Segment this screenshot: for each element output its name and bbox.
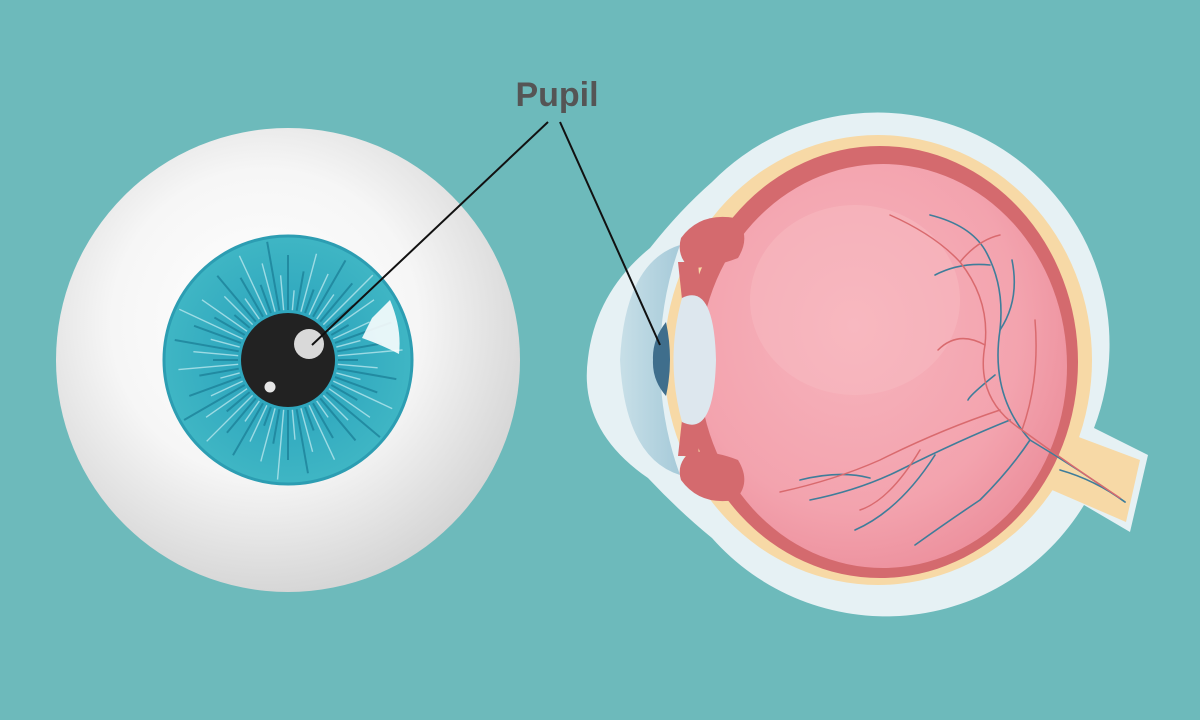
iris-ray [319, 397, 357, 442]
iris-glare [362, 300, 400, 354]
iris-ray [226, 391, 251, 413]
iris-ray [201, 299, 248, 332]
iris-ray [174, 339, 239, 353]
iris-ray [244, 298, 260, 320]
iris-ray [312, 402, 334, 439]
iris-ray [216, 275, 257, 323]
iris-ray [276, 409, 285, 480]
iris-ray [199, 367, 239, 377]
lens [673, 295, 716, 425]
iris-ray [334, 376, 378, 394]
iris-ray [328, 299, 375, 332]
iris-ray [330, 384, 358, 401]
iris-rays [174, 241, 403, 480]
pupil-highlight-small [264, 381, 276, 393]
iris-ray [205, 388, 248, 418]
iris-ray [266, 241, 281, 311]
iris-ray [291, 409, 296, 440]
iris-ray [304, 406, 315, 431]
iris-ray [295, 409, 309, 474]
iris-ray [300, 253, 318, 312]
iris-ray [333, 321, 370, 340]
iris-ray [260, 408, 276, 462]
ciliary-body-lower [679, 451, 745, 502]
iris-ray [261, 263, 276, 312]
iris-ray [337, 342, 382, 353]
iris-ray [312, 259, 347, 318]
iris-ray [226, 397, 257, 434]
iris-ray [300, 408, 314, 452]
iris-ray [188, 376, 242, 397]
iris-ray [291, 290, 295, 311]
iris-ray [213, 316, 246, 336]
front-eyeball [56, 128, 520, 592]
iris-ray [330, 324, 350, 336]
iris-ray [304, 289, 315, 314]
iris-ray [333, 380, 393, 410]
leader-line-side [559, 121, 661, 346]
iris-ray [322, 274, 374, 326]
iris-ray [193, 351, 239, 357]
iris-ray [193, 324, 242, 344]
iris-ray [336, 339, 361, 348]
iris-ray [279, 275, 285, 311]
iris-ray [210, 338, 240, 348]
iris-ray [233, 314, 251, 329]
leader-line-front [311, 121, 549, 346]
iris-ray [210, 380, 243, 397]
vitreous-highlight [750, 205, 960, 395]
ciliary-body-upper [679, 216, 745, 268]
iris-ray [220, 372, 240, 379]
iris-rim [162, 234, 414, 486]
iris-ray [319, 282, 354, 323]
iris-ray [328, 388, 371, 418]
iris-ray [308, 273, 329, 315]
pupil-label: Pupil [515, 76, 598, 114]
iris-ray [238, 255, 268, 315]
iris-ray [232, 402, 264, 456]
pupil-highlight-large [294, 329, 324, 359]
retinal-vessels-red [779, 214, 1121, 511]
optic-nerve [1052, 430, 1140, 522]
iris-ray [249, 405, 268, 442]
iris-ray [322, 394, 349, 421]
iris-ray [337, 363, 378, 369]
iris-ray [316, 400, 329, 418]
iris-ray [178, 308, 243, 340]
iris-ray [336, 372, 361, 381]
iris-ray [244, 400, 260, 422]
iris-ray [223, 295, 254, 326]
iris-ray [263, 406, 272, 427]
iris-ray [239, 277, 264, 318]
iris-ray [325, 391, 381, 438]
pupil-front [241, 313, 335, 407]
iris-ray [308, 405, 336, 460]
iris-ray [272, 409, 281, 444]
iris-ray [183, 384, 246, 421]
iris-ray [316, 294, 335, 320]
pupil-label-group: Pupil [311, 76, 661, 346]
eye-cross-section [586, 112, 1148, 617]
iris-ray [295, 271, 305, 311]
iris-ray [259, 284, 272, 314]
iris-ray [337, 349, 403, 357]
iris-ray [206, 394, 254, 442]
iris-ray [337, 367, 397, 381]
cornea [620, 245, 680, 475]
iris-ray [178, 363, 239, 371]
